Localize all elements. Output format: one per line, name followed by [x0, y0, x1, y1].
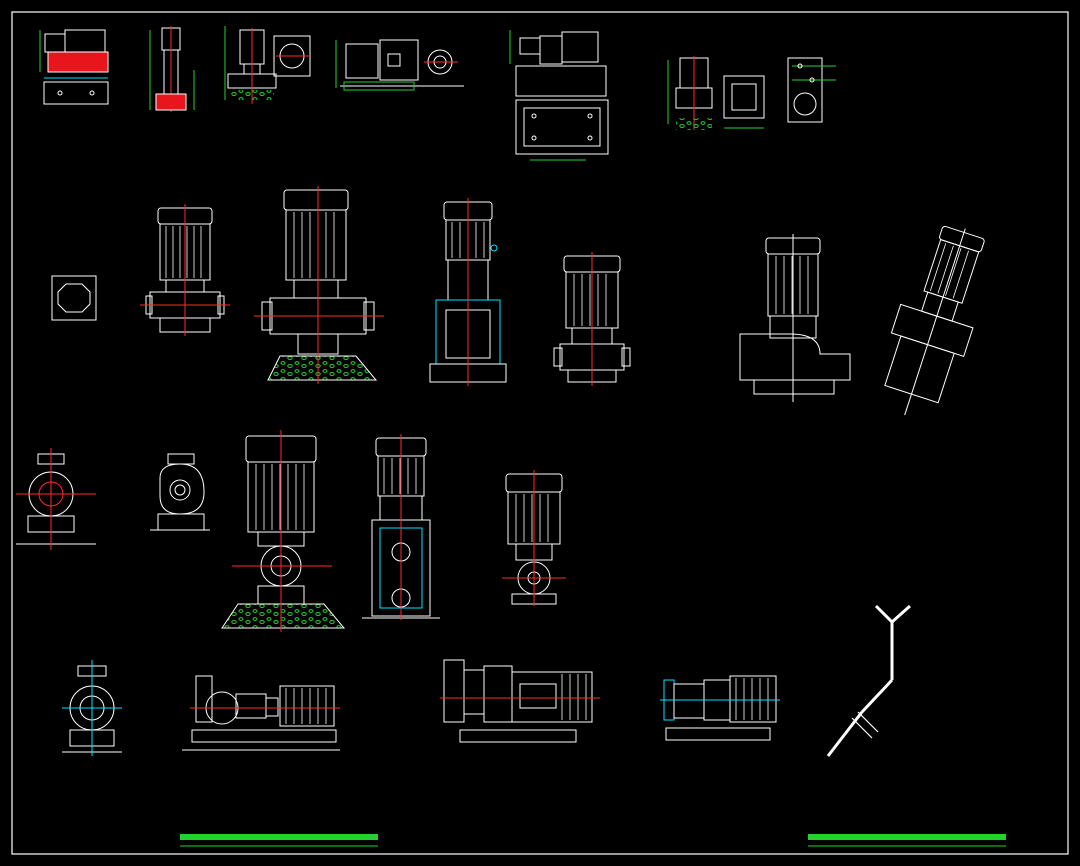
- pipe-support-thumb: [787, 57, 836, 123]
- title-bar-right: [808, 834, 1006, 847]
- small-inline-thumb: [667, 56, 765, 130]
- horizontal-close-coupled: [440, 659, 600, 743]
- multistage-vertical-pump: [429, 198, 507, 386]
- volute-front-a: [16, 448, 96, 550]
- title-bar-left: [180, 834, 378, 847]
- vertical-pump-perspective: [884, 225, 985, 416]
- end-suction-front: [62, 660, 122, 756]
- close-coupled-thumb: [509, 30, 609, 161]
- vertical-inline-pump-c: [553, 252, 631, 386]
- end-suction-thumb: [335, 39, 464, 91]
- multistage-side: [362, 434, 440, 620]
- flange-plate: [51, 275, 97, 321]
- vertical-inline-pump-d: [739, 234, 851, 402]
- horizontal-pump-thumb-1: [39, 29, 109, 105]
- vertical-pump-side-a: [221, 430, 346, 632]
- horizontal-monoblock: [660, 675, 780, 741]
- horizontal-pump-coupled: [182, 675, 340, 751]
- vertical-inline-pump-a: [140, 204, 230, 336]
- vertical-multistage-thumb: [149, 26, 195, 112]
- drawing-frame: [11, 11, 1069, 855]
- vertical-pump-side-b: [502, 470, 566, 606]
- vertical-inline-pump-b: [254, 186, 384, 384]
- volute-front-b: [150, 453, 210, 531]
- inline-pump-thumb: [224, 26, 311, 104]
- y-strainer-pipe: [826, 604, 911, 757]
